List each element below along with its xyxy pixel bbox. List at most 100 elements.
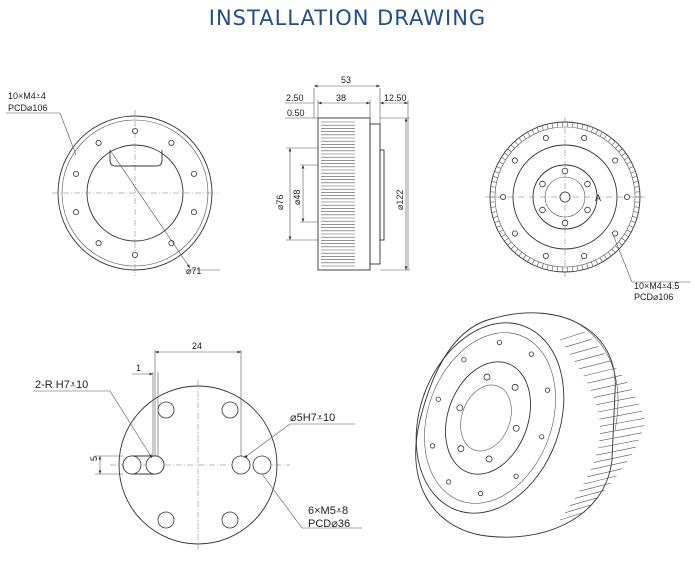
detail-callout-pin: 2-R H7⩡10 [35,379,88,391]
rear-tooth [595,129,599,135]
iso-fin [579,360,611,370]
iso-bolt-hole [461,357,467,363]
iso-fin [579,482,611,492]
rear-tooth [536,261,540,267]
rear-tooth [630,220,636,223]
front-bolt-hole [73,209,80,216]
rear-tooth [603,134,608,140]
detail-dim-1: 1 [136,363,141,373]
front-bolt-hole [131,251,138,258]
iso-fin [587,468,623,478]
front-bolt-hole [131,127,138,134]
rear-gear-teeth [490,122,640,272]
rear-tooth [541,263,544,269]
iso-bolt-hole [513,473,519,479]
rear-tooth [581,124,584,130]
rear-tooth [498,229,504,233]
rear-inner-hole [539,180,546,188]
detail-view: 24 1 5 2-R H7⩡10 ⌀5H7⩡10 6×M5⩡8 PCD⌀36 [33,341,362,550]
iso-inner-hole [485,455,493,463]
rear-tooth [527,131,531,137]
detail-callout-bore: ⌀5H7⩡10 [290,412,335,424]
side-dim-38: 38 [336,93,346,103]
rear-tooth [611,248,616,253]
rear-tooth [599,131,603,137]
iso-fins [559,331,645,521]
iso-fin [559,511,586,521]
rear-tooth [546,124,549,130]
rear-tooth [504,237,509,242]
rear-inner-hole [539,206,546,214]
rear-tooth [551,123,554,129]
rear-tooth [603,254,608,260]
rear-tooth [518,251,523,257]
rear-tooth [630,171,636,174]
detail-m5-holes [157,401,239,529]
iso-fin [583,475,617,485]
rear-tooth [522,254,527,260]
iso-fin [574,490,605,499]
rear-callout-pcd: PCD⌀106 [634,292,673,302]
rear-tooth [586,263,589,269]
rear-tooth [586,125,589,131]
rear-tooth [507,241,512,246]
iso-fin [593,389,632,398]
side-dia-122: ⌀122 [395,190,405,210]
front-bolt-hole [95,240,102,247]
rear-tooth [611,141,616,146]
detail-m5-hole [157,511,175,529]
iso-fin [599,418,645,427]
rear-tooth [536,127,540,133]
front-view: 10×M4⩡4 PCD⌀106 ⌀71 [6,91,220,276]
side-dim-2-50: 2.50 [286,93,304,103]
rear-tooth [492,216,498,218]
rear-tooth [556,122,558,128]
iso-fin [599,425,645,434]
iso-fin [564,338,592,348]
rear-view: A 10×M4⩡4.5 PCD⌀106 [485,117,690,302]
iso-bolt-hole [496,339,503,346]
iso-bolt-hole [544,387,551,393]
rear-tooth [576,265,579,271]
iso-inner-hole [457,445,465,453]
front-callout-thread: 10×M4⩡4 [8,91,46,101]
front-bolt-hole [95,139,102,146]
rear-bolt-hole [542,135,549,142]
rear-bolt-hole [511,230,518,237]
rear-tooth [514,141,519,146]
side-view: 53 2.50 38 12.50 0.50 ⌀76 ⌀48 ⌀122 [275,75,410,271]
isometric-view [415,312,645,538]
rear-bolt-hole [612,157,619,164]
iso-inner-hole [511,383,519,391]
rear-tooth [541,125,544,131]
iso-fin [599,432,642,442]
side-dim-53: 53 [341,75,351,85]
page-title: INSTALLATION DRAWING [208,6,487,30]
iso-fin [569,497,599,506]
rear-tooth [626,229,632,233]
rear-tooth [633,181,639,183]
rear-tooth [633,211,639,213]
iso-bolt-hole [528,351,534,357]
rear-tooth [510,144,515,149]
rear-tooth [501,233,506,237]
iso-fin [597,403,640,413]
rear-bolt-hole [581,135,588,142]
rear-tooth [514,248,519,253]
rear-tooth [501,157,506,161]
rear-tooth [599,257,603,263]
iso-fin [597,439,640,449]
rear-tooth [621,237,626,242]
detail-m5-hole [221,401,239,419]
rear-tooth [595,259,599,265]
rear-bolt-hole [624,193,631,200]
rear-tooth [618,148,623,153]
iso-inner-hole [456,404,464,412]
iso-bolt-hole [477,490,484,497]
rear-tooth [581,264,584,270]
rear-tooth [510,245,515,250]
rear-tooth [590,261,594,267]
iso-fin [587,374,623,384]
rear-tooth [496,166,502,169]
rear-bolt-hole [511,157,518,164]
